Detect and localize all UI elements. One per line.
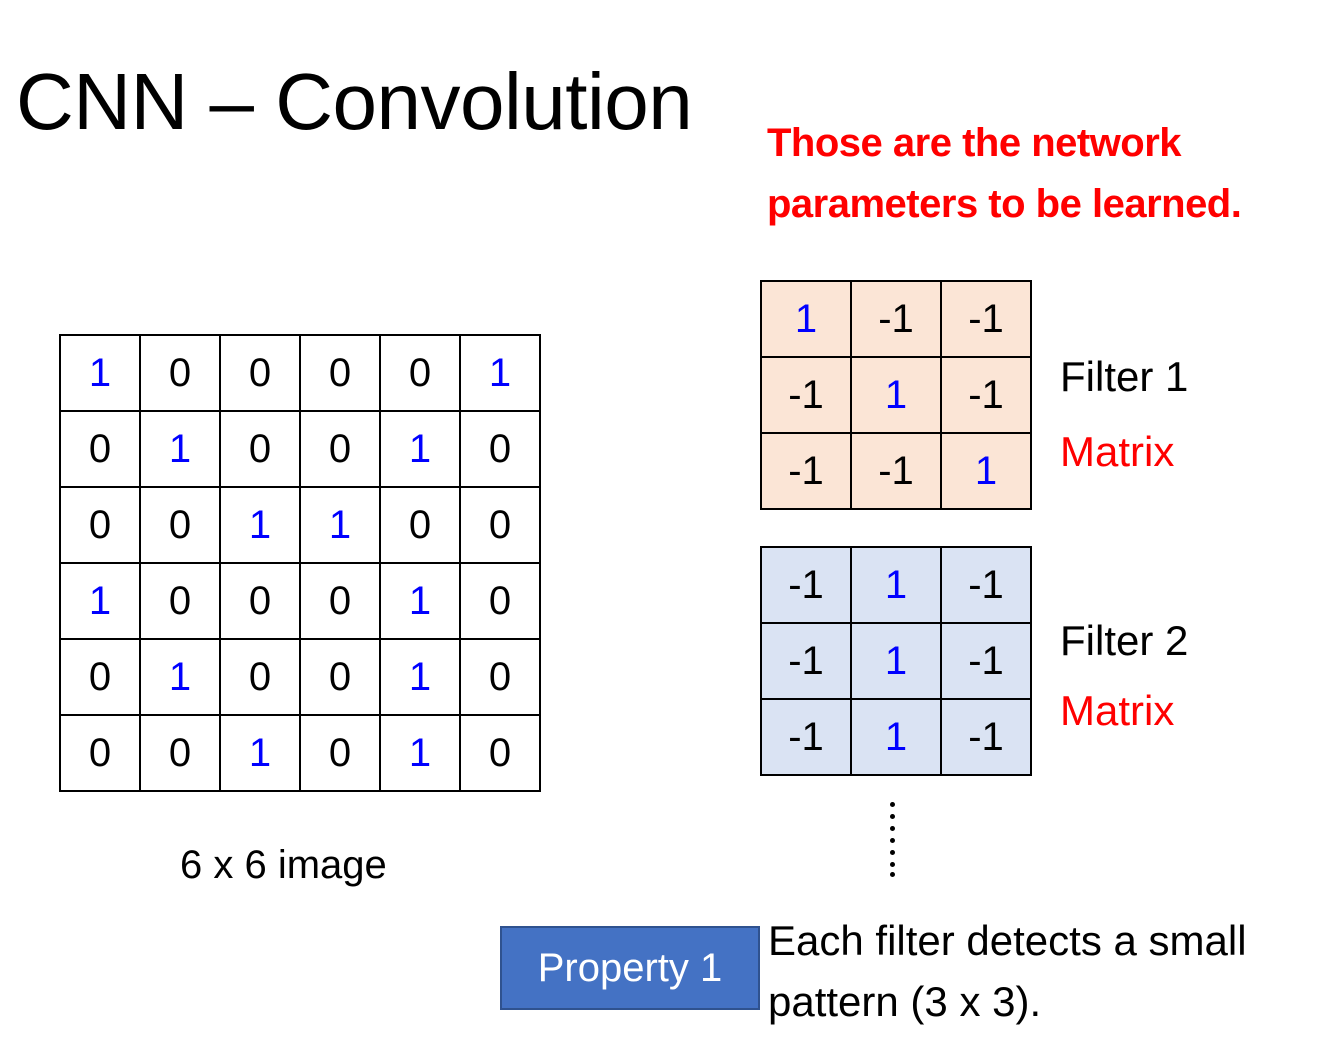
filter2-matrix-cell: -1 bbox=[760, 698, 852, 776]
more-filters-ellipsis bbox=[885, 800, 899, 880]
image-matrix-cell: 0 bbox=[459, 410, 541, 488]
image-matrix-cell: 1 bbox=[139, 410, 221, 488]
image-matrix-cell: 0 bbox=[139, 486, 221, 564]
property-description-line1: Each filter detects a small bbox=[768, 917, 1247, 964]
filter2-matrix-cell: 1 bbox=[850, 622, 942, 700]
image-matrix-cell: 0 bbox=[299, 562, 381, 640]
filter2-matrix-cell: -1 bbox=[760, 622, 852, 700]
image-matrix-cell: 0 bbox=[459, 486, 541, 564]
image-matrix-cell: 1 bbox=[379, 638, 461, 716]
image-matrix-cell: 0 bbox=[139, 334, 221, 412]
image-matrix-cell: 1 bbox=[139, 638, 221, 716]
image-matrix-cell: 1 bbox=[59, 562, 141, 640]
image-matrix-cell: 0 bbox=[299, 410, 381, 488]
filter1-matrix-cell: -1 bbox=[850, 432, 942, 510]
image-matrix-cell: 0 bbox=[459, 638, 541, 716]
image-matrix-cell: 1 bbox=[219, 714, 301, 792]
filter1-matrix-cell: 1 bbox=[760, 280, 852, 358]
filter2-name: Filter 2 bbox=[1060, 617, 1189, 664]
parameters-note-line1: Those are the network bbox=[767, 121, 1182, 165]
filter1-matrix-cell: -1 bbox=[760, 432, 852, 510]
filter1-matrix-cell: 1 bbox=[940, 432, 1032, 510]
image-matrix-cell: 0 bbox=[459, 714, 541, 792]
image-matrix-cell: 0 bbox=[299, 714, 381, 792]
filter2-matrix-cell: -1 bbox=[760, 546, 852, 624]
image-matrix-cell: 0 bbox=[59, 410, 141, 488]
image-matrix-cell: 0 bbox=[459, 562, 541, 640]
image-matrix-cell: 0 bbox=[379, 486, 461, 564]
filter1-matrix-cell: -1 bbox=[760, 356, 852, 434]
filter2-matrix-cell: -1 bbox=[940, 622, 1032, 700]
property-description: Each filter detects a small pattern (3 x… bbox=[768, 910, 1247, 1032]
filter2-matrix-cell: -1 bbox=[940, 698, 1032, 776]
property-badge: Property 1 bbox=[500, 926, 760, 1010]
image-matrix-cell: 0 bbox=[299, 334, 381, 412]
image-matrix-cell: 1 bbox=[379, 562, 461, 640]
filter1-matrix-cell: -1 bbox=[940, 356, 1032, 434]
image-matrix-cell: 1 bbox=[379, 714, 461, 792]
image-matrix-cell: 0 bbox=[59, 714, 141, 792]
filter1-matrix-row: 1-1-1 bbox=[760, 280, 1032, 358]
image-matrix-cell: 0 bbox=[219, 334, 301, 412]
image-matrix-cell: 1 bbox=[379, 410, 461, 488]
image-caption: 6 x 6 image bbox=[180, 843, 387, 887]
filter1-type: Matrix bbox=[1060, 428, 1175, 475]
filter2-type: Matrix bbox=[1060, 687, 1175, 734]
filter2-matrix-cell: 1 bbox=[850, 698, 942, 776]
image-matrix-cell: 0 bbox=[59, 486, 141, 564]
image-matrix-cell: 0 bbox=[219, 638, 301, 716]
parameters-note-line2: parameters to be learned. bbox=[767, 182, 1242, 226]
image-matrix-cell: 0 bbox=[379, 334, 461, 412]
image-matrix-cell: 0 bbox=[219, 562, 301, 640]
slide-title: CNN – Convolution bbox=[16, 57, 693, 146]
filter1-name: Filter 1 bbox=[1060, 353, 1189, 400]
filter2-matrix-cell: -1 bbox=[940, 546, 1032, 624]
image-matrix-cell: 0 bbox=[299, 638, 381, 716]
image-matrix-cell: 1 bbox=[219, 486, 301, 564]
image-matrix-cell: 0 bbox=[139, 714, 221, 792]
image-matrix-cell: 0 bbox=[139, 562, 221, 640]
image-matrix-cell: 1 bbox=[59, 334, 141, 412]
image-matrix-cell: 1 bbox=[299, 486, 381, 564]
property-description-line2: pattern (3 x 3). bbox=[768, 978, 1042, 1025]
filter1-matrix-cell: 1 bbox=[850, 356, 942, 434]
filter2-matrix-cell: 1 bbox=[850, 546, 942, 624]
parameters-note: Those are the network parameters to be l… bbox=[767, 113, 1242, 235]
image-matrix-cell: 1 bbox=[459, 334, 541, 412]
image-matrix-cell: 0 bbox=[59, 638, 141, 716]
image-matrix-cell: 0 bbox=[219, 410, 301, 488]
filter1-matrix-cell: -1 bbox=[850, 280, 942, 358]
filter1-matrix-cell: -1 bbox=[940, 280, 1032, 358]
